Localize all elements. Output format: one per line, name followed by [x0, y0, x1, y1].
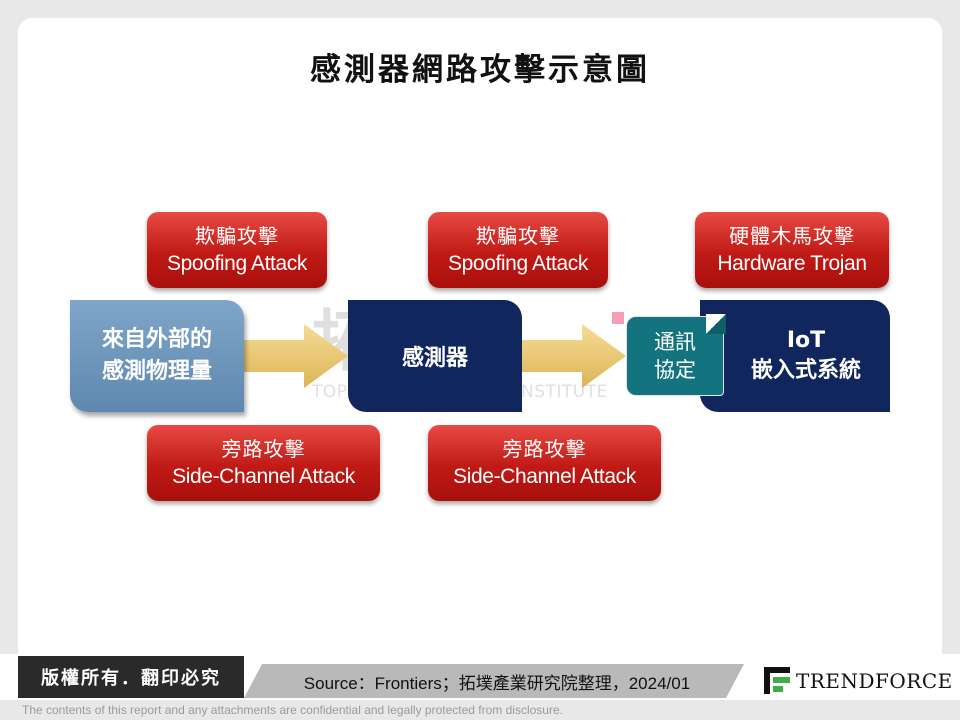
flow-arrow-1: [244, 324, 348, 388]
attack-label-en: Side-Channel Attack: [453, 464, 636, 488]
flow-arrow-2: [522, 324, 626, 388]
diagram-title: 感測器網路攻擊示意圖: [310, 52, 650, 88]
node-label-line2: 嵌入式系統: [750, 358, 861, 383]
iot-embedded-system-node: IoT 嵌入式系統: [700, 300, 890, 412]
source-band: [244, 664, 744, 698]
attack-label-zh: 旁路攻擊: [502, 438, 587, 461]
attack-side-channel-middle: 旁路攻擊 Side-Channel Attack: [428, 425, 661, 501]
sensor-node: 感測器: [348, 300, 522, 412]
attack-label-en: Hardware Trojan: [717, 251, 867, 275]
node-label-line2: 感測物理量: [101, 359, 212, 384]
attack-spoofing-left: 欺騙攻擊 Spoofing Attack: [147, 212, 327, 288]
node-label: 感測器: [401, 346, 468, 371]
attack-label-zh: 欺騙攻擊: [195, 225, 279, 248]
attack-label-zh: 旁路攻擊: [221, 438, 306, 461]
copyright-notice: 版權所有．翻印必究: [18, 656, 244, 698]
external-physical-quantity-node: 來自外部的 感測物理量: [70, 300, 244, 412]
attack-side-channel-left: 旁路攻擊 Side-Channel Attack: [147, 425, 380, 501]
node-label-line1: 來自外部的: [101, 327, 212, 352]
attack-label-zh: 硬體木馬攻擊: [729, 225, 855, 248]
source-citation: Source：Frontiers；拓墣產業研究院整理，2024/01: [303, 673, 691, 693]
attack-label-zh: 欺騙攻擊: [476, 225, 560, 248]
trendforce-logo-text: TRENDFORCE: [796, 669, 953, 693]
attack-hardware-trojan: 硬體木馬攻擊 Hardware Trojan: [695, 212, 889, 288]
page-fold-corner: [706, 314, 726, 334]
decorative-square: [612, 312, 624, 324]
node-label-line2: 協定: [654, 358, 696, 382]
node-label-line1: 通訊: [654, 330, 696, 354]
trendforce-logo-icon: [764, 667, 790, 694]
attack-label-en: Side-Channel Attack: [172, 464, 355, 488]
node-label-line1: IoT: [786, 328, 826, 353]
attack-label-en: Spoofing Attack: [448, 251, 588, 275]
attack-spoofing-middle: 欺騙攻擊 Spoofing Attack: [428, 212, 608, 288]
attack-label-en: Spoofing Attack: [167, 251, 307, 275]
disclaimer-text: The contents of this report and any atta…: [22, 703, 563, 717]
